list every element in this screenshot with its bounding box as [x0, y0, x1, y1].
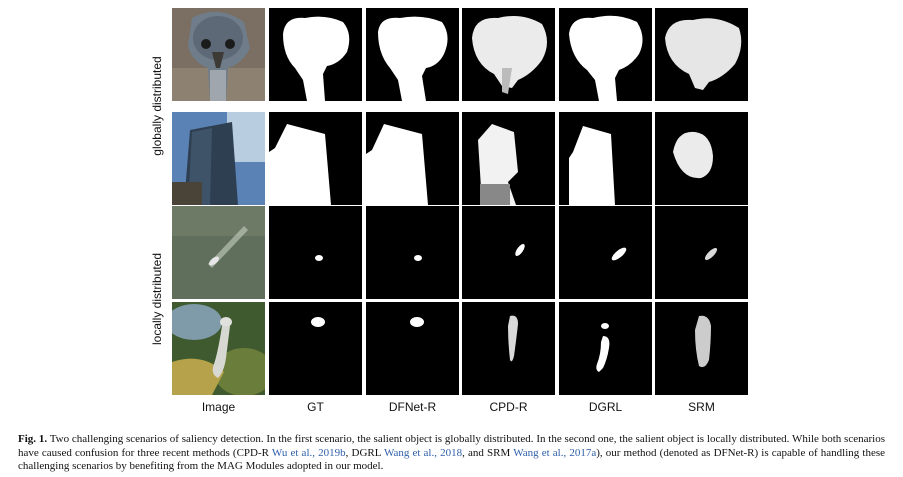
- citation-dgrl[interactable]: Wang et al., 2018: [383, 446, 463, 459]
- mask-cpd-emu: [462, 8, 555, 101]
- mask-dfnet-emu: [366, 8, 459, 101]
- input-image-boat: [172, 206, 265, 299]
- column-label-cpd: CPD-R: [489, 400, 528, 414]
- citation-srm[interactable]: Wang et al., 2017a: [513, 446, 597, 459]
- mask-gt-building: [269, 112, 362, 205]
- figure-label: Fig. 1.: [18, 433, 48, 445]
- column-label-dgrl: DGRL: [588, 400, 623, 414]
- mask-dfnet-building: [366, 112, 459, 205]
- mask-dfnet-bird: [366, 302, 459, 395]
- citation-cpd[interactable]: Wu et al., 2019b: [271, 446, 346, 459]
- caption-text-4: ), our method (denoted as DFNet-R) is ca…: [18, 446, 885, 473]
- group-label-global: globally distributed: [150, 56, 164, 156]
- column-label-gt: GT: [307, 400, 324, 414]
- caption-text-2: , DGRL: [345, 446, 384, 459]
- mask-cpd-boat: [462, 206, 555, 299]
- mask-gt-emu: [269, 8, 362, 101]
- mask-dgrl-bird: [559, 302, 652, 395]
- mask-cpd-building: [462, 112, 555, 205]
- mask-srm-boat: [655, 206, 748, 299]
- group-label-local: locally distributed: [150, 252, 164, 346]
- mask-dgrl-building: [559, 112, 652, 205]
- caption-text-1: Two challenging scenarios of saliency de…: [18, 433, 885, 459]
- caption-text-3: , and SRM: [462, 446, 514, 459]
- mask-gt-boat: [269, 206, 362, 299]
- mask-dgrl-boat: [559, 206, 652, 299]
- column-label-image: Image: [201, 400, 236, 414]
- mask-srm-bird: [655, 302, 748, 395]
- mask-dgrl-emu: [559, 8, 652, 101]
- figure-caption: Fig. 1. Two challenging scenarios of sal…: [18, 433, 885, 474]
- figure-panel: globally distributed locally distributed: [150, 8, 748, 414]
- input-image-building: [172, 112, 265, 205]
- input-image-emu: [172, 8, 265, 101]
- mask-cpd-bird: [462, 302, 555, 395]
- input-image-bird: [172, 302, 265, 395]
- mask-dfnet-boat: [366, 206, 459, 299]
- column-label-dfnet: DFNet-R: [388, 400, 437, 414]
- mask-srm-building: [655, 112, 748, 205]
- column-label-srm: SRM: [688, 400, 715, 414]
- mask-srm-emu: [655, 8, 748, 101]
- mask-gt-bird: [269, 302, 362, 395]
